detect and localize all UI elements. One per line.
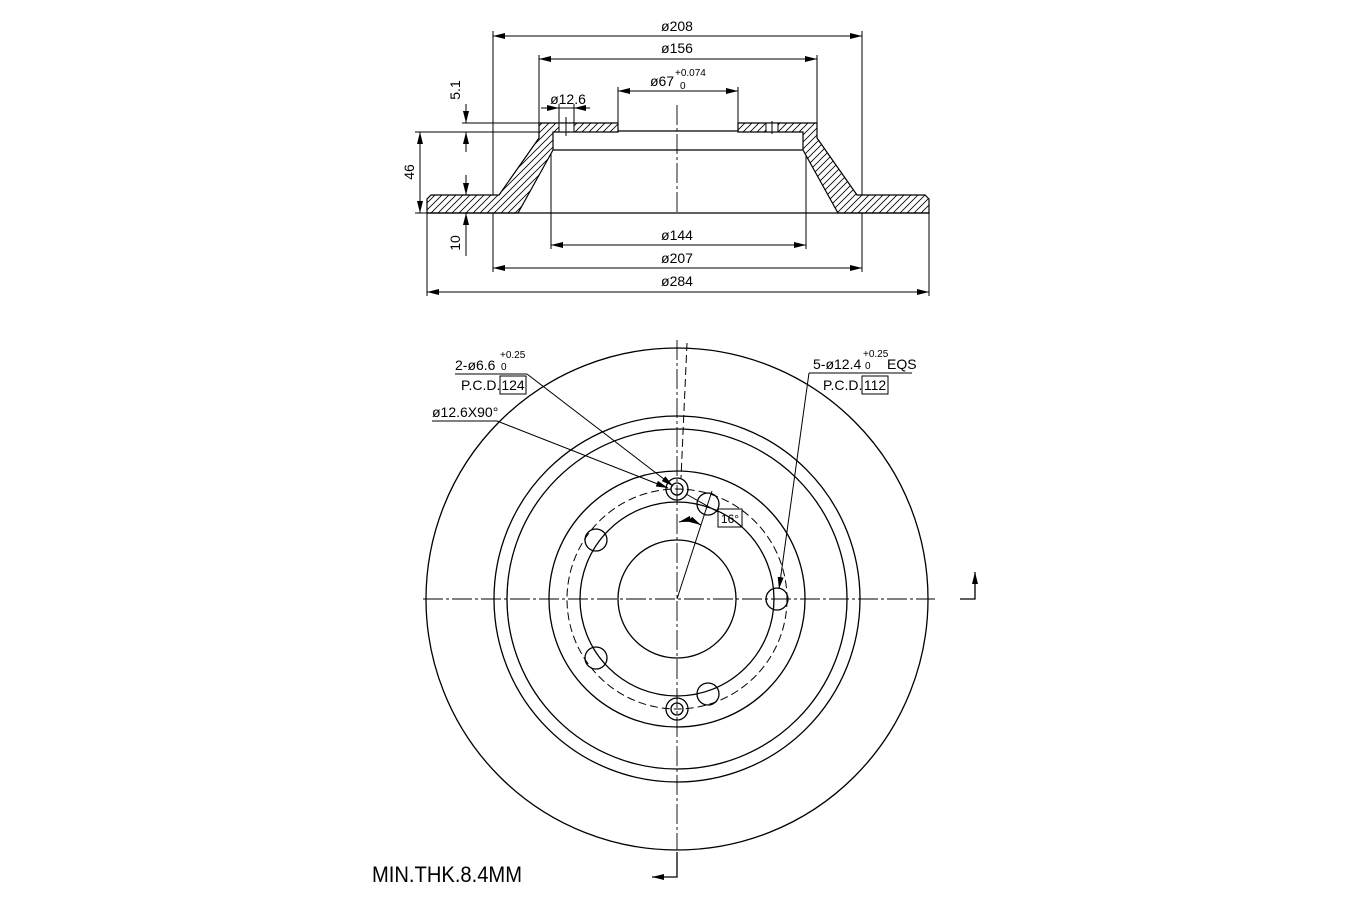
small-holes-tol-lower: 0	[501, 362, 507, 373]
section-view: ø208 ø156 ø67 +0.074 0 ø12.6 5.1 46	[401, 18, 930, 296]
dim-text-d144: ø144	[661, 227, 693, 243]
dim-text-d156: ø156	[661, 40, 693, 56]
bolt-holes-pcd-value: 112	[864, 377, 887, 393]
dim-text-d207: ø207	[661, 250, 693, 266]
dim-text-10: 10	[447, 235, 463, 251]
angle-leader-line	[685, 493, 719, 513]
dim-text-46: 46	[401, 164, 417, 180]
dim-tol-upper-d67: +0.074	[675, 68, 706, 79]
section-arrow-bottom	[652, 852, 678, 880]
section-arrow-right	[960, 572, 978, 600]
bolt-holes-leader	[777, 372, 810, 590]
min-thickness-note: MIN.THK.8.4MM	[372, 862, 522, 887]
bolt-hole	[584, 646, 608, 670]
dim-text-d284: ø284	[661, 273, 693, 289]
bolt-holes-suffix: EQS	[887, 356, 917, 372]
countersink-leader	[496, 420, 669, 489]
bolt-hole	[696, 682, 720, 706]
bolt-holes-pcd-box	[861, 375, 889, 395]
dim-text-d12-6: ø12.6	[550, 91, 586, 107]
dim-tol-lower-d67: 0	[680, 81, 686, 92]
small-holes-pcd-value: 124	[501, 377, 525, 393]
small-holes-tol-upper: +0.25	[500, 350, 526, 361]
bolt-hole	[584, 528, 608, 552]
small-holes-label: 2-ø6.6	[455, 357, 496, 373]
dim-text-5-1: 5.1	[447, 80, 463, 100]
section-left-hatched	[426, 122, 619, 214]
small-holes-pcd-label: P.C.D.	[461, 377, 500, 393]
small-holes-pcd-box	[499, 375, 527, 395]
bolt-hole	[696, 492, 720, 516]
section-right-hatched	[737, 122, 930, 214]
bolt-holes-label: 5-ø12.4	[813, 356, 861, 372]
reference-axis-line	[680, 342, 688, 479]
bolt-holes-pcd-label: P.C.D.	[823, 377, 862, 393]
dim-text-d67: ø67	[650, 73, 674, 89]
small-holes-leader	[526, 373, 674, 487]
angle-label-box	[717, 508, 743, 528]
countersink-label: ø12.6X90°	[432, 404, 498, 420]
angle-reference-line	[676, 490, 713, 600]
angle-arc	[678, 515, 702, 526]
dim-text-d208: ø208	[661, 18, 693, 34]
angle-label: 16°	[721, 512, 739, 526]
front-view: 16° 2-ø6.6 +0.25 0 P.C.D. 124 ø12.6X90° …	[423, 340, 978, 880]
bolt-holes-tol-lower: 0	[865, 361, 871, 372]
bolt-holes-tol-upper: +0.25	[863, 349, 889, 360]
